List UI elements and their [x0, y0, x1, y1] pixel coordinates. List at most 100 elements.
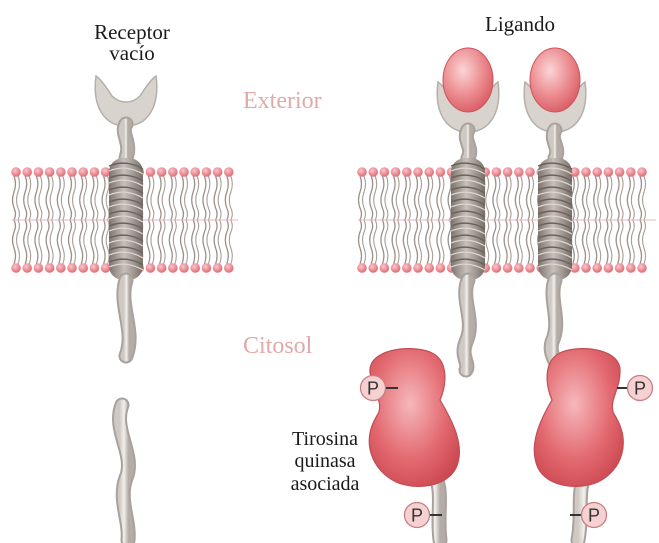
lipid-tail: [185, 220, 188, 264]
lipid-tail: [192, 220, 195, 264]
lipid-tail: [631, 176, 634, 220]
lipid-tail: [504, 176, 507, 220]
lipid-head: [168, 263, 178, 273]
exterior-label: Exterior: [243, 88, 322, 115]
lipid-tail: [196, 220, 199, 264]
lipid-head: [11, 263, 21, 273]
lipid-head: [525, 263, 535, 273]
lipid-tail: [508, 176, 511, 220]
ligand-1: [443, 48, 493, 112]
phosphate-label: P: [588, 506, 600, 526]
lipid-head: [581, 263, 591, 273]
kinase-label: Tirosina quinasa asociada: [275, 428, 375, 495]
lipid-tail: [381, 220, 384, 264]
lipid-head: [224, 263, 234, 273]
lipid-tail: [527, 176, 530, 220]
bound-receptor-2-neck-fill: [553, 130, 556, 158]
lipid-head: [592, 167, 602, 177]
lipid-head: [56, 167, 66, 177]
lipid-head: [368, 263, 378, 273]
lipid-head: [224, 167, 234, 177]
lipid-head: [492, 167, 502, 177]
lipid-tail: [631, 220, 634, 264]
lipid-tail: [95, 220, 98, 264]
lipid-head: [101, 263, 111, 273]
kinase-right: [534, 349, 623, 487]
lipid-tail: [173, 176, 176, 220]
lipid-tail: [95, 176, 98, 220]
phosphate-right-upper: P: [617, 376, 653, 401]
lipid-head: [190, 167, 200, 177]
lipid-tail: [441, 220, 444, 264]
lipid-tail: [598, 176, 601, 220]
lipid-tail: [203, 220, 206, 264]
lipid-tail: [415, 176, 418, 220]
lipid-tail: [35, 220, 38, 264]
lipid-tail: [57, 220, 60, 264]
lipid-tail: [151, 220, 154, 264]
lipid-head: [146, 263, 156, 273]
lipid-tail: [229, 220, 232, 264]
lipid-tail: [17, 176, 20, 220]
lipid-head: [637, 167, 647, 177]
lipid-tail: [147, 220, 150, 264]
lipid-tail: [385, 176, 388, 220]
lipid-head: [78, 167, 88, 177]
lipid-tail: [527, 220, 530, 264]
lipid-tail: [102, 176, 105, 220]
lipid-tail: [426, 220, 429, 264]
lipid-tail: [229, 176, 232, 220]
lipid-tail: [61, 176, 64, 220]
lipid-tail: [192, 176, 195, 220]
lipid-tail: [486, 220, 489, 264]
lipid-tail: [158, 220, 161, 264]
lipid-head: [380, 167, 390, 177]
lipid-tail: [587, 220, 590, 264]
lipid-tail: [61, 220, 64, 264]
lipid-head: [380, 263, 390, 273]
lipid-tail: [639, 220, 642, 264]
lipid-head: [213, 263, 223, 273]
lipid-tail: [426, 176, 429, 220]
lipid-tail: [605, 220, 608, 264]
lipid-tail: [643, 176, 646, 220]
lipid-tail: [609, 220, 612, 264]
lipid-tail: [531, 176, 534, 220]
lipid-tail: [605, 176, 608, 220]
lipid-tail: [39, 176, 42, 220]
lipid-tail: [627, 220, 630, 264]
lipid-tail: [381, 176, 384, 220]
bound-receptor-1-helix: [451, 158, 485, 280]
lipid-head: [592, 263, 602, 273]
lipid-tail: [69, 176, 72, 220]
lipid-tail: [575, 220, 578, 264]
lipid-tail: [419, 176, 422, 220]
lipid-tail: [225, 220, 228, 264]
lipid-tail: [39, 220, 42, 264]
lipid-tail: [91, 220, 94, 264]
lipid-tail: [169, 220, 172, 264]
lipid-head: [503, 167, 513, 177]
lipid-tail: [169, 176, 172, 220]
phosphate-label: P: [411, 506, 423, 526]
lipid-tail: [84, 220, 87, 264]
lipid-head: [626, 167, 636, 177]
lipid-head: [413, 167, 423, 177]
lipid-head: [67, 263, 77, 273]
lipid-tail: [106, 220, 109, 264]
lipid-tail: [225, 176, 228, 220]
lipid-tail: [392, 220, 395, 264]
bound-receptor-1-neck-fill: [466, 130, 469, 158]
lipid-tail: [218, 220, 221, 264]
lipid-head: [413, 263, 423, 273]
lipid-head: [157, 167, 167, 177]
lipid-tail: [35, 176, 38, 220]
lipid-tail: [28, 176, 31, 220]
lipid-tail: [24, 220, 27, 264]
lipid-tail: [519, 220, 522, 264]
lipid-tail: [620, 176, 623, 220]
bilayer-right: [357, 167, 656, 273]
lipid-tail: [91, 176, 94, 220]
bound-receptor-2-helix: [538, 158, 572, 280]
